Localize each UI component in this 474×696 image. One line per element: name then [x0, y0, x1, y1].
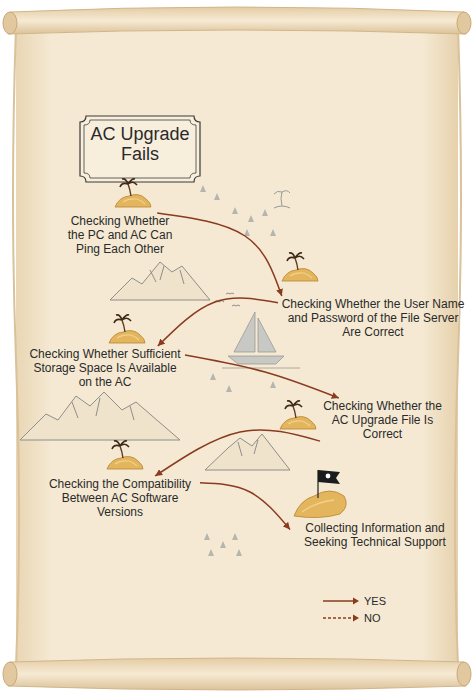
legend: YES NO: [322, 592, 386, 626]
step-label: Checking Whether the User Name and Passw…: [281, 298, 465, 339]
step-label: Checking the Compatibility Between AC So…: [43, 478, 197, 519]
step-node: Checking Whether Sufficient Storage Spac…: [25, 346, 185, 391]
step-label: Collecting Information and Seeking Techn…: [293, 522, 457, 550]
step-label: Checking Whether the PC and AC Can Ping …: [61, 215, 179, 256]
legend-label: NO: [364, 612, 381, 624]
title: AC Upgrade Fails: [84, 124, 196, 164]
legend-row: YES: [322, 592, 386, 609]
legend-label: YES: [364, 595, 386, 607]
flow-arrow: [157, 213, 282, 296]
step-node: Collecting Information and Seeking Techn…: [290, 520, 460, 552]
step-node: Checking the Compatibility Between AC So…: [40, 476, 200, 521]
step-node: Checking Whether the PC and AC Can Ping …: [58, 213, 182, 258]
legend-sample: [322, 596, 360, 606]
flow-arrow: [185, 355, 339, 398]
flow-arrow: [158, 298, 278, 346]
legend-row: NO: [322, 609, 386, 626]
step-node: Checking Whether the User Name and Passw…: [278, 296, 468, 341]
flow-arrow: [200, 483, 290, 530]
flow-arrow: [155, 430, 320, 476]
step-label: Checking Whether Sufficient Storage Spac…: [28, 348, 182, 389]
step-label: Checking Whether the AC Upgrade File Is …: [323, 400, 442, 441]
step-node: Checking Whether the AC Upgrade File Is …: [320, 398, 445, 443]
legend-sample: [322, 613, 360, 623]
